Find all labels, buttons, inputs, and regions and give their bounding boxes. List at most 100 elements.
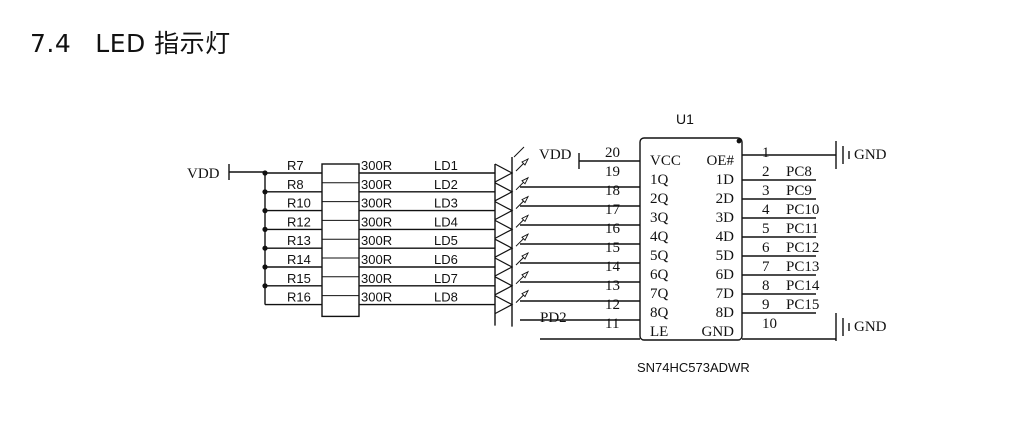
led-arrowhead-icon xyxy=(521,176,530,185)
vdd-left-label: VDD xyxy=(187,166,220,182)
vdd-ic-label: VDD xyxy=(539,147,572,163)
mcu-net-label: PC11 xyxy=(786,221,819,237)
led-symbol xyxy=(494,219,514,239)
mcu-net-label: PC14 xyxy=(786,278,820,294)
mcu-net-label: PC10 xyxy=(786,202,819,218)
mcu-net-label: PC15 xyxy=(786,297,819,313)
led-designator: LD6 xyxy=(434,252,458,267)
resistor-value: 300R xyxy=(361,214,392,229)
led-symbol xyxy=(494,182,514,202)
ic-left-pin-number: 17 xyxy=(605,202,621,218)
ic-right-pin-name: 1D xyxy=(716,172,735,188)
led-arrowhead-icon xyxy=(521,251,530,260)
led-arrowhead-icon xyxy=(521,233,530,241)
ic-right-pin-number: 7 xyxy=(762,259,770,275)
ic-right-pin-number: 6 xyxy=(762,240,770,256)
gnd-label-top: GND xyxy=(854,147,887,163)
section-title: LED 指示灯 xyxy=(95,29,231,58)
ic-left-pin-number: 15 xyxy=(605,240,620,256)
ic-left-pin-number: 19 xyxy=(605,164,620,180)
led-designator: LD5 xyxy=(434,233,458,248)
ic-left-pin-name: 8Q xyxy=(650,305,669,321)
resistor-value: 300R xyxy=(361,290,392,305)
resistor-value: 300R xyxy=(361,177,392,192)
ic-right-pin-name: 4D xyxy=(716,229,735,245)
section-number: 7.4 xyxy=(30,29,72,58)
ic-left-pin-number: 20 xyxy=(605,145,620,161)
resistor-array-body xyxy=(321,163,360,318)
ic-left-pin-name: 7Q xyxy=(650,286,669,302)
mcu-net-label: PC8 xyxy=(786,164,812,180)
resistor-value: 300R xyxy=(361,196,392,211)
resistor-value: 300R xyxy=(361,252,392,267)
ic-right-pin-name: 7D xyxy=(716,286,735,302)
led-symbol xyxy=(494,163,514,183)
resistor-designator: R13 xyxy=(287,233,311,248)
ic-right-pin-name: 6D xyxy=(716,267,735,283)
ic-left-pin-name: 6Q xyxy=(650,267,669,283)
resistor-designator: R10 xyxy=(287,196,311,211)
resistor-designator: R14 xyxy=(287,252,311,267)
ic-right-pin-number: 8 xyxy=(762,278,770,294)
led-symbol xyxy=(494,238,514,258)
ic-right-pin-number: 2 xyxy=(762,164,770,180)
section-heading: 7.4 LED 指示灯 xyxy=(30,24,231,60)
pin1-marker-dot xyxy=(736,138,742,144)
ic-right-pin-number: 4 xyxy=(762,202,770,218)
led-designator: LD4 xyxy=(434,214,458,229)
ic-left-pin-name: VCC xyxy=(650,153,681,169)
led-arrowhead-icon xyxy=(521,289,530,298)
ic-right-pin-number: 5 xyxy=(762,221,770,237)
ic-left-pin-number: 14 xyxy=(605,259,621,275)
ic-right-pin-name: 8D xyxy=(716,305,735,321)
resistor-designator: R16 xyxy=(287,290,311,305)
led-designator: LD1 xyxy=(434,158,458,173)
ic-left-pin-number: 16 xyxy=(605,221,621,237)
led-light-arrow-icon xyxy=(513,146,525,158)
ic-right-pin-name: OE# xyxy=(707,153,735,169)
ic-right-pin-number: 3 xyxy=(762,183,770,199)
ic-part-number: SN74HC573ADWR xyxy=(637,360,750,375)
ic-left-pin-name: 1Q xyxy=(650,172,669,188)
mcu-net-label: PC9 xyxy=(786,183,812,199)
ic-right-pin-number: 10 xyxy=(762,316,777,332)
resistor-designator: R7 xyxy=(287,158,304,173)
led-symbol xyxy=(494,201,514,221)
resistor-value: 300R xyxy=(361,158,392,173)
ic-left-pin-number: 12 xyxy=(605,297,620,313)
led-symbol xyxy=(494,295,514,315)
led-arrowhead-icon xyxy=(521,195,530,204)
ic-left-pin-name: 4Q xyxy=(650,229,669,245)
ic-left-pin-name: 5Q xyxy=(650,248,669,264)
gnd-label-bottom: GND xyxy=(854,319,887,335)
ic-right-pin-number: 9 xyxy=(762,297,770,313)
led-arrowhead-icon xyxy=(521,270,530,279)
ic-left-pin-number: 13 xyxy=(605,278,620,294)
ic-left-pin-name: LE xyxy=(650,324,668,340)
led-designator: LD7 xyxy=(434,271,458,286)
resistor-value: 300R xyxy=(361,271,392,286)
led-symbol xyxy=(494,276,514,296)
mcu-net-label: PC13 xyxy=(786,259,819,275)
ic-right-pin-name: GND xyxy=(702,324,735,340)
pd2-net-label: PD2 xyxy=(540,310,567,326)
ic-body xyxy=(639,137,743,341)
led-designator: LD8 xyxy=(434,290,458,305)
led-designator: LD2 xyxy=(434,177,458,192)
led-arrowhead-icon xyxy=(521,157,530,166)
ic-designator: U1 xyxy=(676,111,694,127)
ic-left-pin-name: 3Q xyxy=(650,210,669,226)
ic-right-pin-name: 3D xyxy=(716,210,735,226)
ic-right-pin-number: 1 xyxy=(762,145,770,161)
ic-right-pin-name: 2D xyxy=(716,191,735,207)
resistor-designator: R15 xyxy=(287,271,311,286)
resistor-value: 300R xyxy=(361,233,392,248)
led-arrowhead-icon xyxy=(521,214,530,223)
resistor-designator: R8 xyxy=(287,177,304,192)
ic-left-pin-number: 11 xyxy=(605,316,619,332)
ic-left-pin-number: 18 xyxy=(605,183,620,199)
ic-left-pin-name: 2Q xyxy=(650,191,669,207)
mcu-net-label: PC12 xyxy=(786,240,819,256)
resistor-designator: R12 xyxy=(287,214,311,229)
ic-right-pin-name: 5D xyxy=(716,248,735,264)
